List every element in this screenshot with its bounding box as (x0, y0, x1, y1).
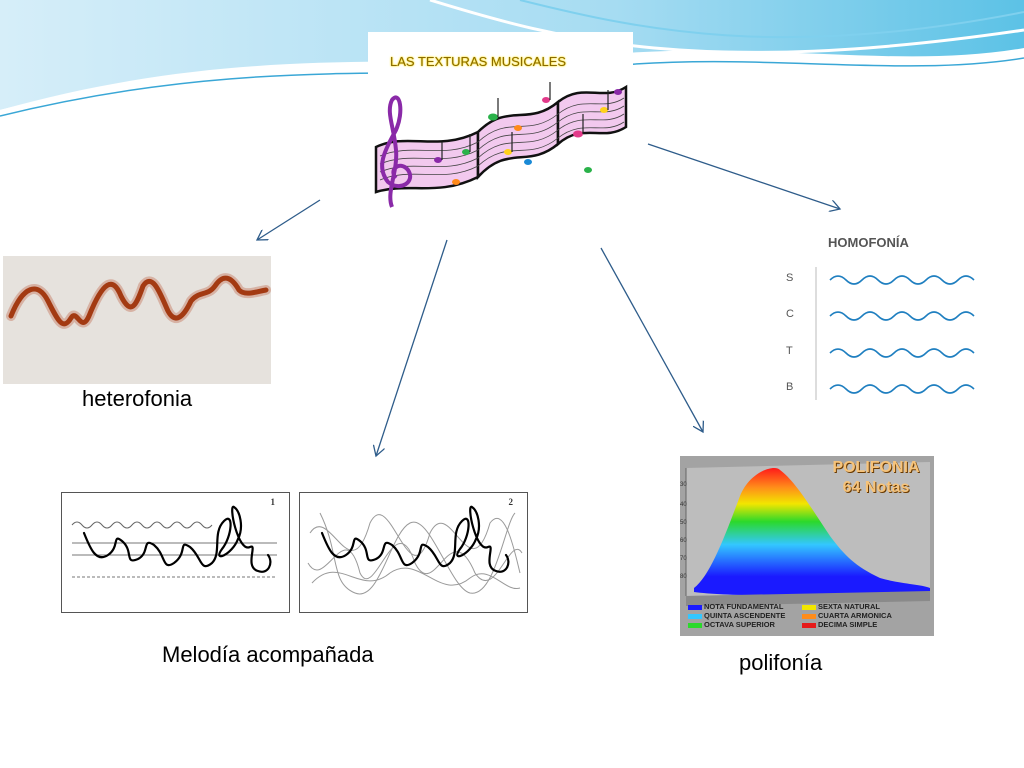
svg-text:40: 40 (680, 502, 687, 508)
voice-label-s: S (786, 272, 794, 284)
svg-text:50: 50 (680, 520, 687, 526)
svg-text:80: 80 (680, 574, 687, 580)
legend-item: QUINTA ASCENDENTE (688, 611, 785, 620)
polifonia-3d-chart: 30 40 50 60 70 80 (680, 456, 934, 636)
legend-swatch (688, 622, 702, 628)
legend-swatch (688, 613, 702, 619)
voice-label-t: T (786, 345, 793, 357)
homofonia-image: HOMOFONÍA S C T B (776, 215, 988, 420)
music-staff-icon (374, 82, 628, 208)
center-image-texturas: LAS TEXTURAS MUSICALES (368, 32, 633, 230)
figure-number-2: 2 (508, 497, 514, 507)
voice-label-b: B (786, 381, 794, 393)
melodia-figure-1-drawing (71, 505, 277, 578)
voice-label-c: C (786, 308, 794, 320)
homofonia-title: HOMOFONÍA (828, 235, 909, 250)
legend-item: OCTAVA SUPERIOR (688, 620, 775, 629)
center-image-title: LAS TEXTURAS MUSICALES (390, 54, 567, 69)
arrow-to-heterofonia (257, 199, 321, 240)
figure-number-1: 1 (270, 497, 276, 507)
melodia-figure-2-drawing (307, 505, 523, 595)
polifonia-title-line1: POLIFONIA (832, 459, 920, 476)
legend-swatch (802, 604, 816, 610)
homofonia-waves (815, 267, 975, 400)
polifonia-image: 30 40 50 60 70 80 POLIFONIA 64 Notas NOTA FU… (680, 456, 934, 636)
music-notes (434, 82, 622, 185)
svg-text:60: 60 (680, 538, 687, 544)
legend-item: NOTA FUNDAMENTAL (688, 602, 783, 611)
svg-text:70: 70 (680, 556, 687, 562)
legend-item: DECIMA SIMPLE (802, 620, 877, 629)
heterofonia-image (3, 256, 271, 384)
melodia-figure-2: 2 (299, 492, 528, 613)
polifonia-title: POLIFONIA 64 Notas (818, 458, 934, 498)
caption-melodia: Melodía acompañada (162, 642, 374, 667)
caption-polifonia: polifonía (739, 650, 823, 675)
arrow-to-melodia (376, 239, 448, 456)
legend-swatch (802, 622, 816, 628)
legend-item: SEXTA NATURAL (802, 602, 880, 611)
melodia-figure-1: 1 (61, 492, 290, 613)
arrow-to-polifonia (600, 247, 703, 432)
heterofonia-wave (6, 273, 271, 329)
legend-item: CUARTA ARMONICA (802, 611, 892, 620)
caption-heterofonia: heterofonia (82, 386, 193, 411)
svg-text:30: 30 (680, 482, 687, 488)
polifonia-title-line2: 64 Notas (842, 479, 910, 496)
legend-swatch (802, 613, 816, 619)
legend-swatch (688, 604, 702, 610)
arrow-to-homofonia (647, 143, 840, 209)
